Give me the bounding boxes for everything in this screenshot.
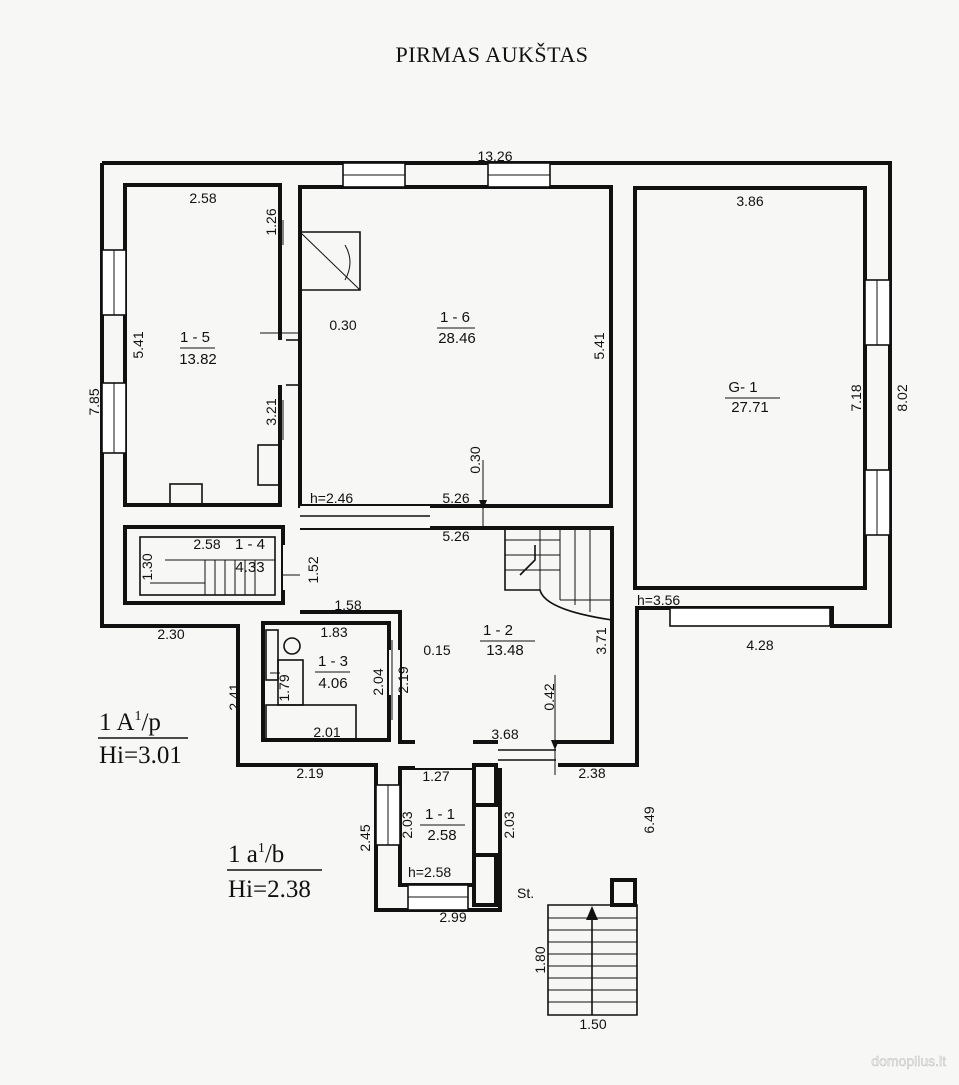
dimension-labels: 13.26 2.58 0.30 3.86 h=2.46 5.26 5.26 2.… [157,148,773,1032]
dim-top-total: 13.26 [477,148,512,164]
dim-126: 1.26 [263,208,279,235]
dim-r14-width: 2.58 [193,536,220,552]
class-label-a2-sup: 1 [258,841,265,856]
hi-value-1: Hi=3.01 [99,742,182,769]
class-label-a2-suffix: /b [265,841,284,868]
fixtures [169,231,361,741]
dim-718: 7.18 [848,384,864,411]
watermark: domoplius.lt [871,1053,946,1069]
dim-299: 2.99 [439,909,466,925]
dim-r16-height: 5.41 [591,332,607,359]
dim-321: 3.21 [263,398,279,425]
room-1-6-area: 28.46 [438,330,476,347]
dim-152: 1.52 [305,556,321,583]
dim-183: 1.83 [320,624,347,640]
dim-158: 1.58 [334,597,361,613]
dim-h258: h=2.58 [408,864,451,880]
room-1-2-id: 1 - 2 [483,622,513,639]
svg-text:1 a1/b: 1 a1/b [228,841,284,868]
classification-labels: 1 A1/p Hi=3.01 1 a1/b Hi=2.38 [98,709,322,903]
dim-127: 1.27 [422,768,449,784]
room-g1-id: G- 1 [728,379,757,396]
dim-wall-030-a: 0.30 [329,317,356,333]
dim-245: 2.45 [357,824,373,851]
dim-649: 6.49 [641,806,657,833]
room-1-2-area: 13.48 [486,642,524,659]
dim-368: 3.68 [491,726,518,742]
dim-428: 4.28 [746,637,773,653]
interior-stairs [504,528,613,621]
svg-text:1 A1/p: 1 A1/p [99,709,161,736]
dim-h246: h=2.46 [310,490,353,506]
room-1-4-id: 1 - 4 [235,536,265,553]
room-1-1-area: 2.58 [427,827,456,844]
room-1-1-id: 1 - 1 [425,806,455,823]
entrance-stairs [472,763,638,1016]
dim-230: 2.30 [157,626,184,642]
room-1-3-area: 4.06 [318,675,347,692]
class-label-a2: 1 a [228,841,258,868]
dim-238: 2.38 [578,765,605,781]
dim-802: 8.02 [894,384,910,411]
dim-219: 2.19 [296,765,323,781]
door-openings [276,339,556,768]
dimension-labels-vertical: 1.26 5.41 3.21 7.85 5.41 7.18 8.02 0.30 … [86,208,910,973]
room-1-6-id: 1 - 6 [440,309,470,326]
hi-value-2: Hi=2.38 [228,876,311,903]
dim-526-b: 5.26 [442,528,469,544]
dim-201: 2.01 [313,724,340,740]
room-1-4-area: 4.33 [235,559,264,576]
room-labels: 1 - 5 13.82 1 - 6 28.46 G- 1 27.71 1 - 4… [179,309,780,844]
class-label-a1: 1 A [99,709,134,736]
dim-371: 3.71 [593,627,609,654]
dim-wall-030-b: 0.30 [467,446,483,473]
room-g1-area: 27.71 [731,399,769,416]
dim-219-v: 2.19 [395,666,411,693]
dim-r14-height: 1.30 [139,553,155,580]
dim-150: 1.50 [579,1016,606,1032]
dim-179: 1.79 [276,674,292,701]
room-1-5-id: 1 - 5 [180,329,210,346]
room-1-5-area: 13.82 [179,351,217,368]
dim-r15-width: 2.58 [189,190,216,206]
dim-g1-width: 3.86 [736,193,763,209]
class-label-a1-sup: 1 [134,709,141,724]
class-label-a1-suffix: /p [141,709,160,736]
windows [101,162,891,911]
dim-785: 7.85 [86,388,102,415]
room-1-3-id: 1 - 3 [318,653,348,670]
dim-015: 0.15 [423,642,450,658]
dim-203-a: 2.03 [399,811,415,838]
dim-042: 0.42 [541,683,557,710]
dim-180: 1.80 [532,946,548,973]
dim-204: 2.04 [370,668,386,695]
dim-526-a: 5.26 [442,490,469,506]
dim-r15-height: 5.41 [130,331,146,358]
plan-title: PIRMAS AUKŠTAS [396,42,589,67]
dim-h356: h=3.56 [637,592,680,608]
dim-241: 2.41 [226,683,242,710]
stair-1-4 [139,536,276,596]
dimension-lines [260,220,559,775]
dim-203-b: 2.03 [501,811,517,838]
stairs-label: St. [517,885,534,901]
